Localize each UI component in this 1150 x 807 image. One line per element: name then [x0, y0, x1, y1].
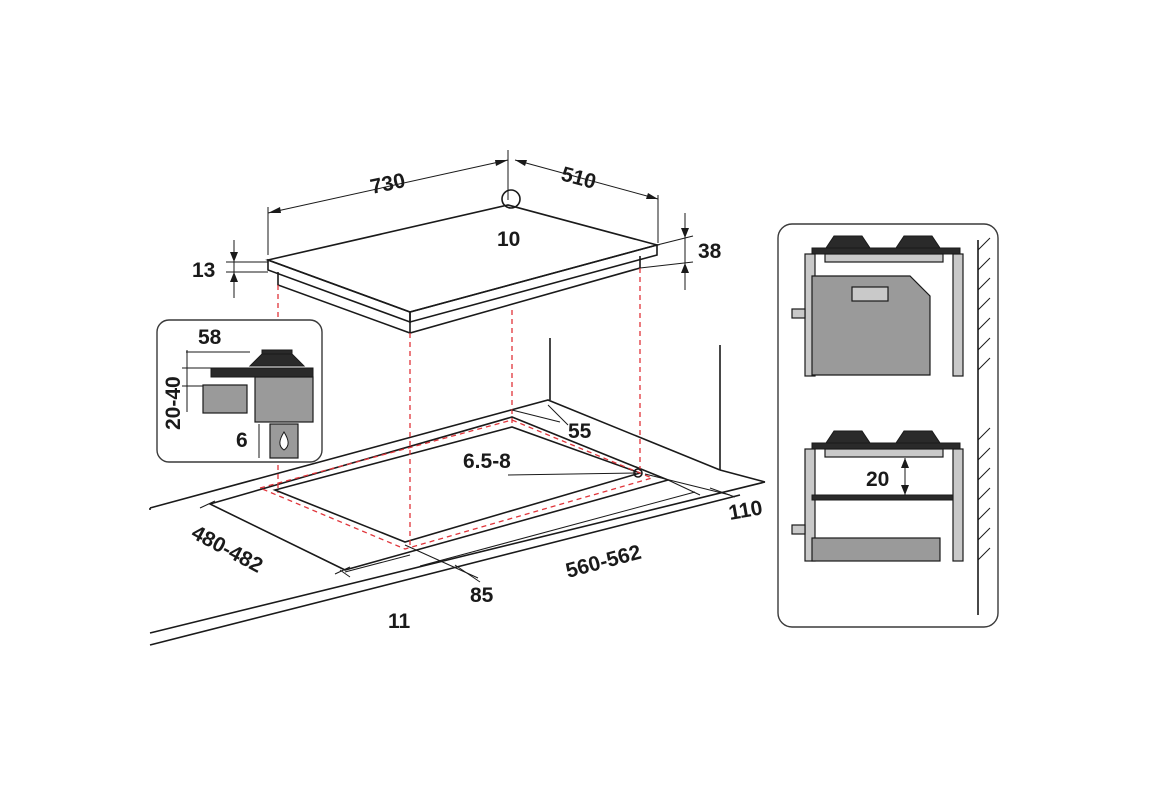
label-13: 13 — [192, 259, 215, 282]
label-480-482: 480-482 — [188, 521, 267, 577]
dim-510: 510 — [514, 159, 659, 243]
dim-730: 730 — [267, 150, 509, 255]
label-6-5-8: 6.5-8 — [463, 450, 511, 473]
dim-85: 85 — [404, 544, 494, 607]
label-510: 510 — [559, 163, 599, 194]
hob-over-oven — [791, 235, 964, 377]
dim-38: 38 — [639, 213, 722, 290]
label-10: 10 — [497, 228, 520, 251]
hob-body — [265, 189, 661, 334]
label-55: 55 — [568, 420, 592, 443]
label-38: 38 — [698, 240, 722, 263]
label-560-562: 560-562 — [563, 541, 643, 583]
dim-13: 13 — [192, 240, 268, 298]
label-20-40: 20-40 — [162, 376, 185, 430]
dim-560-562: 560-562 — [419, 479, 701, 583]
gas-drop-icon — [279, 431, 289, 451]
dim-55: 55 — [511, 404, 592, 443]
hob-over-shelf: 20 — [791, 430, 964, 562]
label-20: 20 — [866, 468, 889, 491]
label-11: 11 — [388, 610, 411, 633]
dim-11: 11 — [339, 554, 411, 633]
label-85: 85 — [470, 584, 494, 607]
gas-inlet-icon — [501, 189, 521, 209]
label-110: 110 — [727, 496, 764, 525]
inset-panel-left: 58 20-40 6 — [156, 319, 323, 463]
label-6: 6 — [236, 429, 248, 452]
dim-480-482: 480-482 — [188, 500, 351, 578]
label-730: 730 — [368, 169, 407, 199]
inset-panel-right: 20 — [777, 223, 999, 628]
label-58: 58 — [198, 326, 222, 349]
